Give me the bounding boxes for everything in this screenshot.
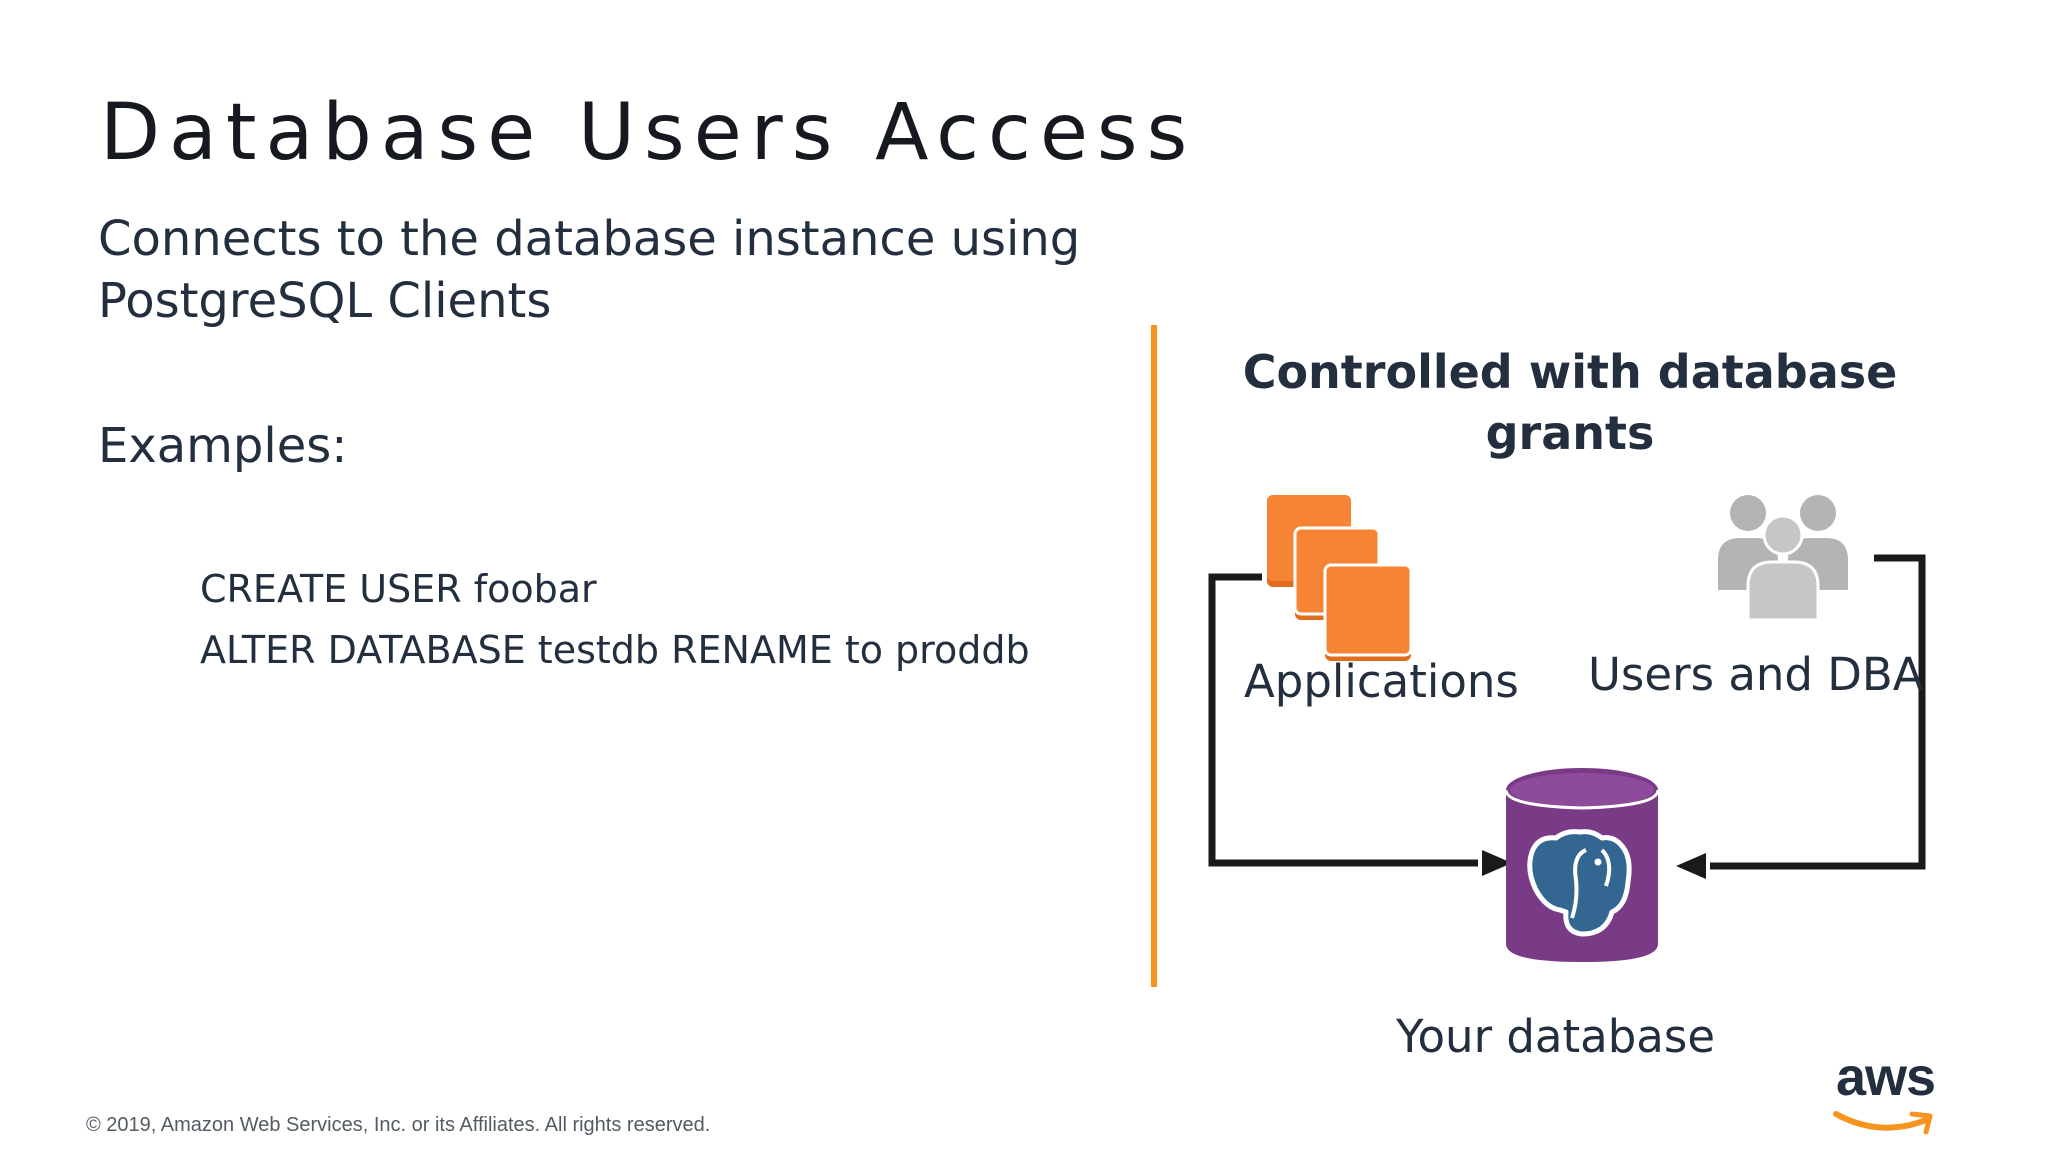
users-to-database-arrow	[1676, 554, 1926, 879]
users-icon	[1718, 495, 1848, 622]
applications-label: Applications	[1244, 655, 1519, 708]
applications-icon	[1267, 495, 1413, 661]
database-label: Your database	[1396, 1010, 1715, 1063]
database-icon	[1504, 768, 1660, 962]
aws-logo: aws	[1836, 1047, 1936, 1107]
vertical-divider	[1151, 325, 1157, 987]
diagram-heading: Controlled with database grants	[1242, 345, 1898, 460]
aws-smile-icon	[1833, 1111, 1933, 1135]
page-title: Database Users Access	[100, 88, 1197, 178]
applications-to-database-arrow	[1208, 573, 1512, 876]
subtitle: Connects to the database instance using …	[98, 211, 1081, 329]
copyright-notice: © 2019, Amazon Web Services, Inc. or its…	[86, 1114, 711, 1136]
example-create-user: CREATE USER foobar	[200, 567, 597, 611]
users-label: Users and DBA	[1588, 648, 1924, 701]
example-alter-database: ALTER DATABASE testdb RENAME to proddb	[200, 628, 1030, 672]
examples-label: Examples:	[98, 418, 348, 474]
